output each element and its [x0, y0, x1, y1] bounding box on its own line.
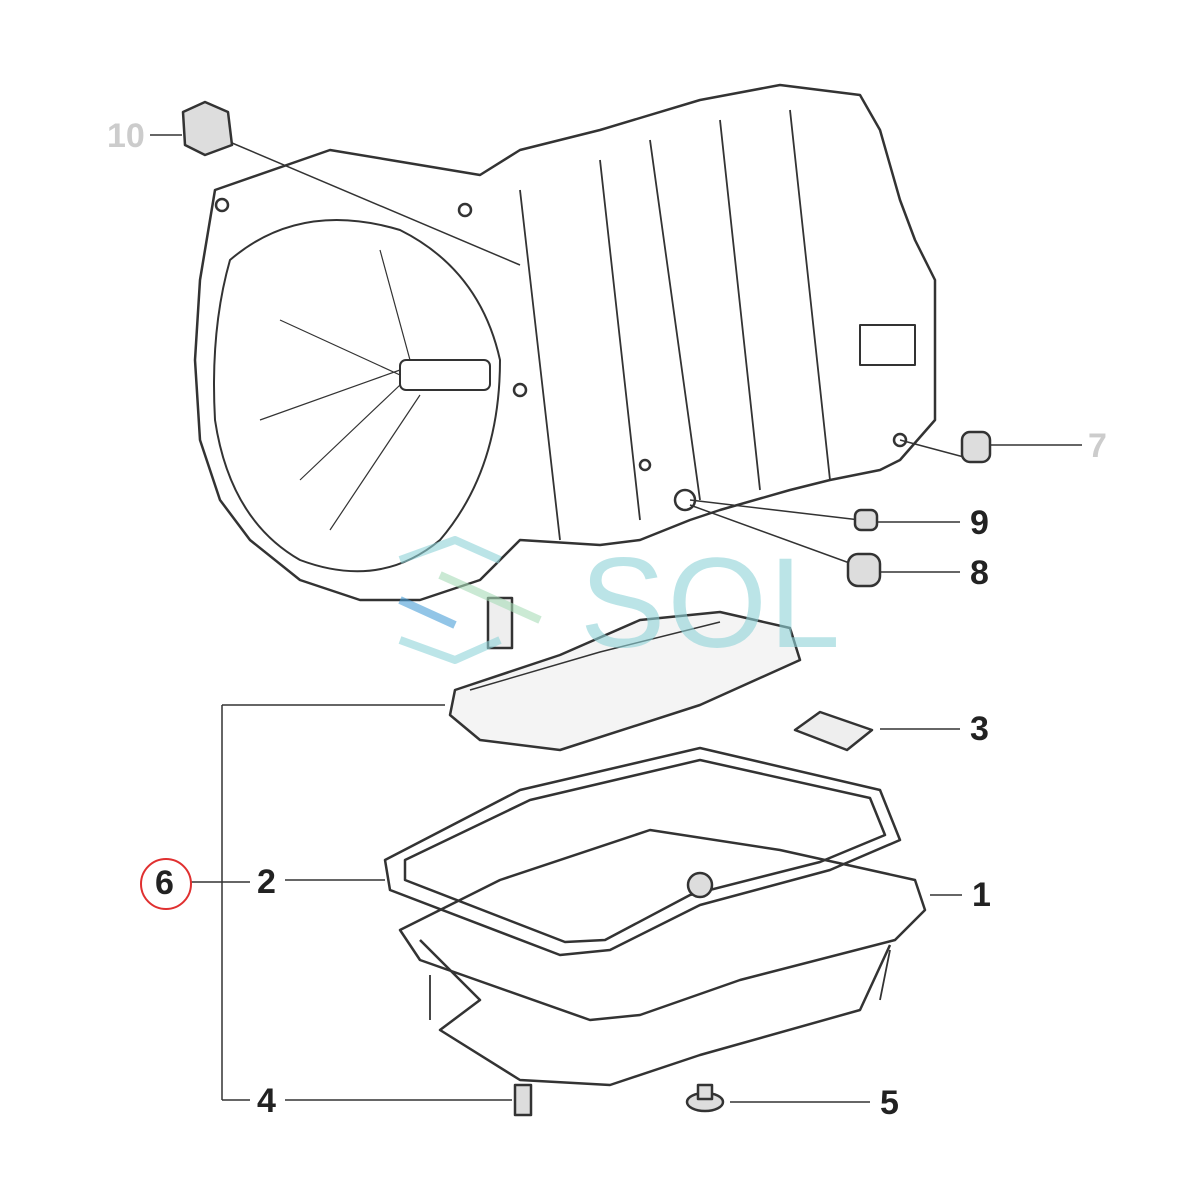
- watermark-text: SOL: [580, 532, 843, 675]
- part-label-6: 6: [155, 864, 174, 902]
- oil-pan: [398, 828, 927, 1087]
- part-label-10: 10: [107, 117, 145, 155]
- part-label-5: 5: [880, 1084, 899, 1122]
- filter-seal-3: [793, 710, 874, 752]
- part-label-4: 4: [257, 1082, 276, 1120]
- part-label-7: 7: [1088, 427, 1107, 465]
- plug-8: [846, 552, 882, 588]
- bolt-4: [513, 1083, 533, 1117]
- transmission-housing: [193, 83, 937, 602]
- part-label-1: 1: [972, 876, 991, 914]
- part-label-8: 8: [970, 554, 989, 592]
- plug-7: [960, 430, 992, 464]
- part-label-9: 9: [970, 504, 989, 542]
- highlight-circle: [140, 858, 192, 910]
- leader-lines: [150, 134, 1082, 1103]
- watermark-logo-icon: [398, 536, 542, 664]
- part-label-2: 2: [257, 863, 276, 901]
- drain-plug-10: [181, 100, 234, 157]
- drain-bolt-5: [685, 1083, 725, 1113]
- plug-9: [853, 508, 879, 532]
- pan-gasket: [383, 746, 902, 957]
- part-label-3: 3: [970, 710, 989, 748]
